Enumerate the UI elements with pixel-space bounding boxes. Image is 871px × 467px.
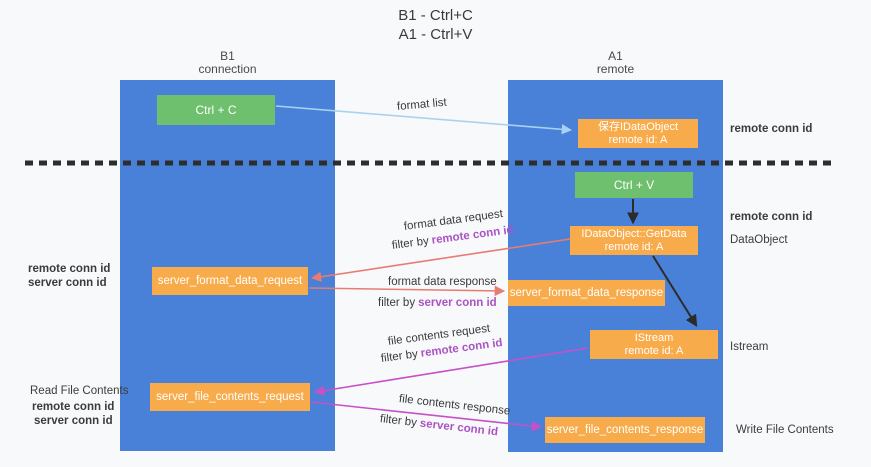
node-label: server_file_contents_request	[156, 390, 304, 403]
node-server-file-contents-request: server_file_contents_request	[150, 383, 310, 411]
label-file-contents-response: file contents response	[398, 393, 511, 418]
label-istream: Istream	[730, 341, 769, 353]
label-remote-conn-id: remote conn id	[730, 211, 813, 223]
label-format-list: format list	[396, 96, 448, 113]
lane-name: B1	[220, 49, 235, 63]
node-ctrl-v: Ctrl + V	[575, 172, 693, 198]
node-server-file-contents-response: server_file_contents_response	[545, 417, 705, 443]
filter-by-text: filter by	[380, 348, 419, 365]
node-idataobject-getdata: IDataObject::GetData remote id: A	[570, 226, 698, 255]
node-line: remote id: A	[604, 240, 664, 253]
node-server-format-data-request: server_format_data_request	[152, 267, 308, 295]
label-remote-conn-id: remote conn id	[730, 123, 813, 135]
node-server-format-data-response: server_format_data_response	[508, 280, 665, 306]
node-line: IDataObject::GetData	[581, 227, 687, 240]
lane-header-a1: A1 remote	[508, 50, 723, 76]
node-line: remote id: A	[608, 133, 668, 146]
label-server-conn-id: server conn id	[34, 415, 113, 427]
label-dataobject: DataObject	[730, 234, 788, 246]
filter-by-text: filter by	[378, 297, 416, 309]
server-conn-id-text: server conn id	[419, 417, 499, 439]
lane-role: connection	[198, 62, 257, 76]
title-line-1: B1 - Ctrl+C	[398, 7, 473, 24]
title-line-2: A1 - Ctrl+V	[398, 26, 473, 43]
node-label: server_file_contents_response	[546, 423, 704, 436]
node-label: server_format_data_request	[157, 274, 303, 287]
lane-name: A1	[608, 49, 623, 63]
label-format-data-response: format data response	[388, 276, 497, 288]
node-label: server_format_data_response	[509, 286, 664, 299]
filter-by-text: filter by	[379, 413, 418, 430]
server-conn-id-text: server conn id	[418, 297, 497, 309]
arrow-format-data-response	[308, 285, 506, 297]
node-label: Ctrl + V	[613, 177, 655, 192]
label-remote-conn-id: remote conn id	[28, 263, 111, 275]
node-save-idataobject: 保存IDataObject remote id: A	[578, 119, 698, 148]
filter-by-text: filter by	[391, 235, 430, 252]
label-server-conn-id: server conn id	[28, 277, 107, 289]
label-remote-conn-id: remote conn id	[32, 401, 115, 413]
node-ctrl-c: Ctrl + C	[157, 95, 275, 125]
node-line: remote id: A	[624, 344, 684, 357]
node-label: Ctrl + C	[195, 102, 237, 117]
node-line: 保存IDataObject	[597, 120, 679, 133]
node-istream: IStream remote id: A	[590, 330, 718, 359]
label-read-file-contents: Read File Contents	[30, 385, 129, 397]
diagram-title: B1 - Ctrl+C A1 - Ctrl+V	[0, 6, 871, 44]
label-write-file-contents: Write File Contents	[736, 424, 834, 436]
node-line: IStream	[634, 331, 674, 344]
lane-header-b1: B1 connection	[120, 50, 335, 76]
lane-role: remote	[596, 62, 635, 76]
